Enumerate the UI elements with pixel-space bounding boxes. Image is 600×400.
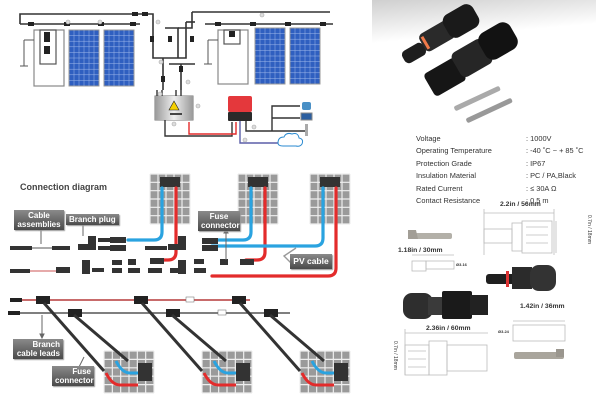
branch-connectors <box>232 296 325 372</box>
combiner-box <box>154 95 194 121</box>
branch-plug-label: Branch plug <box>66 214 119 225</box>
solar-panel <box>103 29 135 87</box>
negative-lead <box>212 360 236 375</box>
socket-outline-drawing <box>512 320 566 342</box>
branch-connectors <box>134 296 227 372</box>
negative-lead <box>310 360 334 375</box>
female-connector-image <box>424 22 518 96</box>
branch-cable-leads-label: Branch cable leads <box>13 339 63 359</box>
socket-dia-dim: Ø3.24 <box>498 329 509 334</box>
solar-panel <box>254 27 286 85</box>
cable-assemblies-label: Cable assemblies <box>14 210 64 230</box>
female-connector-photo <box>403 291 488 319</box>
fuse-connector-label: Fuse connector <box>198 211 240 231</box>
socket-length-dim: 1.42in / 36mm <box>520 303 565 310</box>
ac-red-wire <box>188 122 237 135</box>
cloud-icon <box>277 132 304 147</box>
contact-pins-image <box>454 86 513 123</box>
dimension-drawings: 2.2in / 56mm 0.7in / 18mm 1.18in / 30mm … <box>380 195 600 400</box>
callout-marks <box>65 12 265 143</box>
spec-row: Insulation Material : PC / PA,Black <box>416 170 584 182</box>
socket-photo <box>514 349 564 359</box>
pv-cable-label: PV cable <box>290 254 332 269</box>
spec-value: : -40 ˚C ~ + 85 ˚C <box>526 146 584 156</box>
branch-connectors <box>36 296 129 372</box>
junction-box <box>248 177 268 187</box>
male-outline-drawing <box>483 209 557 255</box>
negative-lead <box>114 360 138 375</box>
branch-cable-diagram <box>0 285 370 400</box>
positive-cable <box>244 186 267 262</box>
connector-chain <box>10 236 254 274</box>
spec-key: Operating Temperature <box>416 146 492 156</box>
spec-value: : ≤ 30A Ω <box>526 183 557 193</box>
junction-box <box>320 177 340 187</box>
pv-panel-grid <box>103 350 155 394</box>
male-connector-image <box>401 4 480 64</box>
positive-lead <box>300 372 334 387</box>
spec-key: Contact Resistance <box>416 195 481 205</box>
positive-cable <box>210 186 338 278</box>
spec-key: Insulation Material <box>416 171 476 181</box>
female-outline-drawing <box>404 329 488 376</box>
negative-cable <box>126 186 164 242</box>
pv-panel-grid <box>201 350 253 394</box>
male-connector-photo <box>486 265 556 291</box>
spec-value: : 0.5 m <box>526 195 549 205</box>
connector-product-photo <box>372 0 596 125</box>
junction-box <box>236 363 250 381</box>
connection-diagram-title: Connection diagram <box>20 182 108 192</box>
pin-length-dim: 1.18in / 30mm <box>398 247 443 254</box>
pin-dia-dim: Ø3.16 <box>456 262 467 267</box>
negative-cable <box>210 186 253 242</box>
spec-row: Protection Grade : IP67 <box>416 158 584 170</box>
specs-table: Voltage : 1000V Operating Temperature : -40… <box>416 133 584 207</box>
module-frame-left <box>20 29 65 87</box>
module-frame-right <box>204 29 249 85</box>
junction-box <box>138 363 152 381</box>
negative-cable <box>210 186 325 248</box>
pin-outline-drawing <box>411 254 455 272</box>
solar-panel <box>68 29 100 87</box>
spec-value: : IP67 <box>526 158 546 168</box>
male-length-dim: 2.2in / 56mm <box>500 201 541 208</box>
spec-key: Voltage <box>416 134 441 143</box>
spec-row: Contact Resistance : 0.5 m <box>416 195 584 207</box>
pv-panel-grid <box>299 350 351 394</box>
thermometer-icon <box>305 124 308 136</box>
inline-connectors <box>28 12 326 82</box>
spec-value: : 1000V <box>526 134 552 143</box>
comm-wire <box>239 121 278 144</box>
connection-diagram <box>0 160 370 285</box>
panel-grids <box>103 350 351 394</box>
solar-panel <box>289 27 321 85</box>
positive-cable <box>153 186 178 262</box>
spec-row: Rated Current : ≤ 30A Ω <box>416 183 584 195</box>
spec-key: Protection Grade <box>416 158 472 168</box>
pv-panel-grid <box>309 173 351 225</box>
spec-value: : PC / PA,Black <box>526 171 576 181</box>
display-icon <box>300 112 313 121</box>
positive-lead <box>202 372 236 387</box>
spec-row: Voltage : 1000V <box>416 133 584 145</box>
pin-photo <box>408 230 452 239</box>
spec-key: Rated Current <box>416 183 463 193</box>
meter-icon <box>302 102 311 110</box>
system-wiring-diagram <box>0 0 370 160</box>
panel-grids <box>149 173 351 225</box>
junction-box <box>160 177 180 187</box>
positive-lead <box>104 372 138 387</box>
female-length-dim: 2.36in / 60mm <box>426 325 471 332</box>
fuse-connector-label-2: Fuse connector <box>52 366 94 386</box>
junction-box <box>334 363 348 381</box>
inverter <box>228 96 252 121</box>
spec-row: Operating Temperature : -40 ˚C ~ + 85 ˚C <box>416 145 584 157</box>
female-diameter-dim: 0.7in / 18mm <box>392 341 398 370</box>
solar-panels <box>68 27 321 87</box>
male-diameter-dim: 0.7in / 18mm <box>586 215 592 244</box>
pv-panel-grid <box>237 173 279 225</box>
pv-panel-grid <box>149 173 191 225</box>
